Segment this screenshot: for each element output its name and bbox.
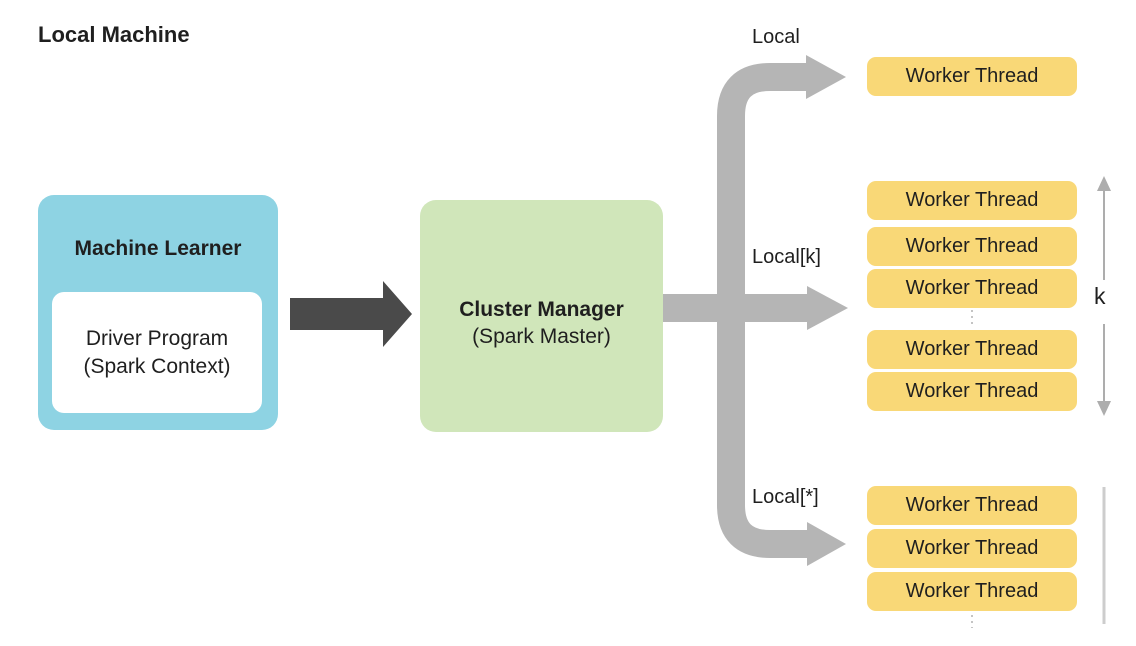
worker-thread-box: Worker Thread [867, 372, 1077, 411]
k-count-label: k [1094, 283, 1106, 309]
worker-thread-box: Worker Thread [867, 529, 1077, 568]
machine-learner-label: Machine Learner [74, 237, 242, 260]
cluster-manager-box: Cluster Manager (Spark Master) [420, 200, 663, 432]
cluster-manager-label: Cluster Manager [459, 297, 624, 321]
arrowhead-local-k-icon [807, 286, 848, 330]
worker-thread-box: Worker Thread [867, 269, 1077, 308]
branch-up-path [717, 63, 806, 324]
machine-learner-box: Machine Learner Driver Program (Spark Co… [38, 195, 278, 430]
worker-thread-box: Worker Thread [867, 572, 1077, 611]
driver-program-box: Driver Program (Spark Context) [52, 292, 262, 413]
branch-label-local-star: Local[*] [752, 486, 819, 508]
arrowhead-local-icon [806, 55, 846, 99]
branch-label-local: Local [752, 26, 800, 48]
cluster-manager-sublabel: (Spark Master) [472, 325, 611, 348]
driver-to-cluster-arrow-icon [290, 281, 412, 347]
arrowhead-local-star-icon [807, 522, 846, 566]
driver-program-line1: Driver Program [85, 327, 229, 351]
branch-label-local-k: Local[k] [752, 246, 821, 268]
worker-thread-box: Worker Thread [867, 330, 1077, 369]
worker-thread-box: Worker Thread [867, 486, 1077, 525]
worker-thread-box: Worker Thread [867, 227, 1077, 266]
worker-thread-box: Worker Thread [867, 57, 1077, 96]
driver-program-line2: (Spark Context) [83, 354, 231, 378]
page-title: Local Machine [38, 22, 190, 47]
worker-thread-box: Worker Thread [867, 181, 1077, 220]
